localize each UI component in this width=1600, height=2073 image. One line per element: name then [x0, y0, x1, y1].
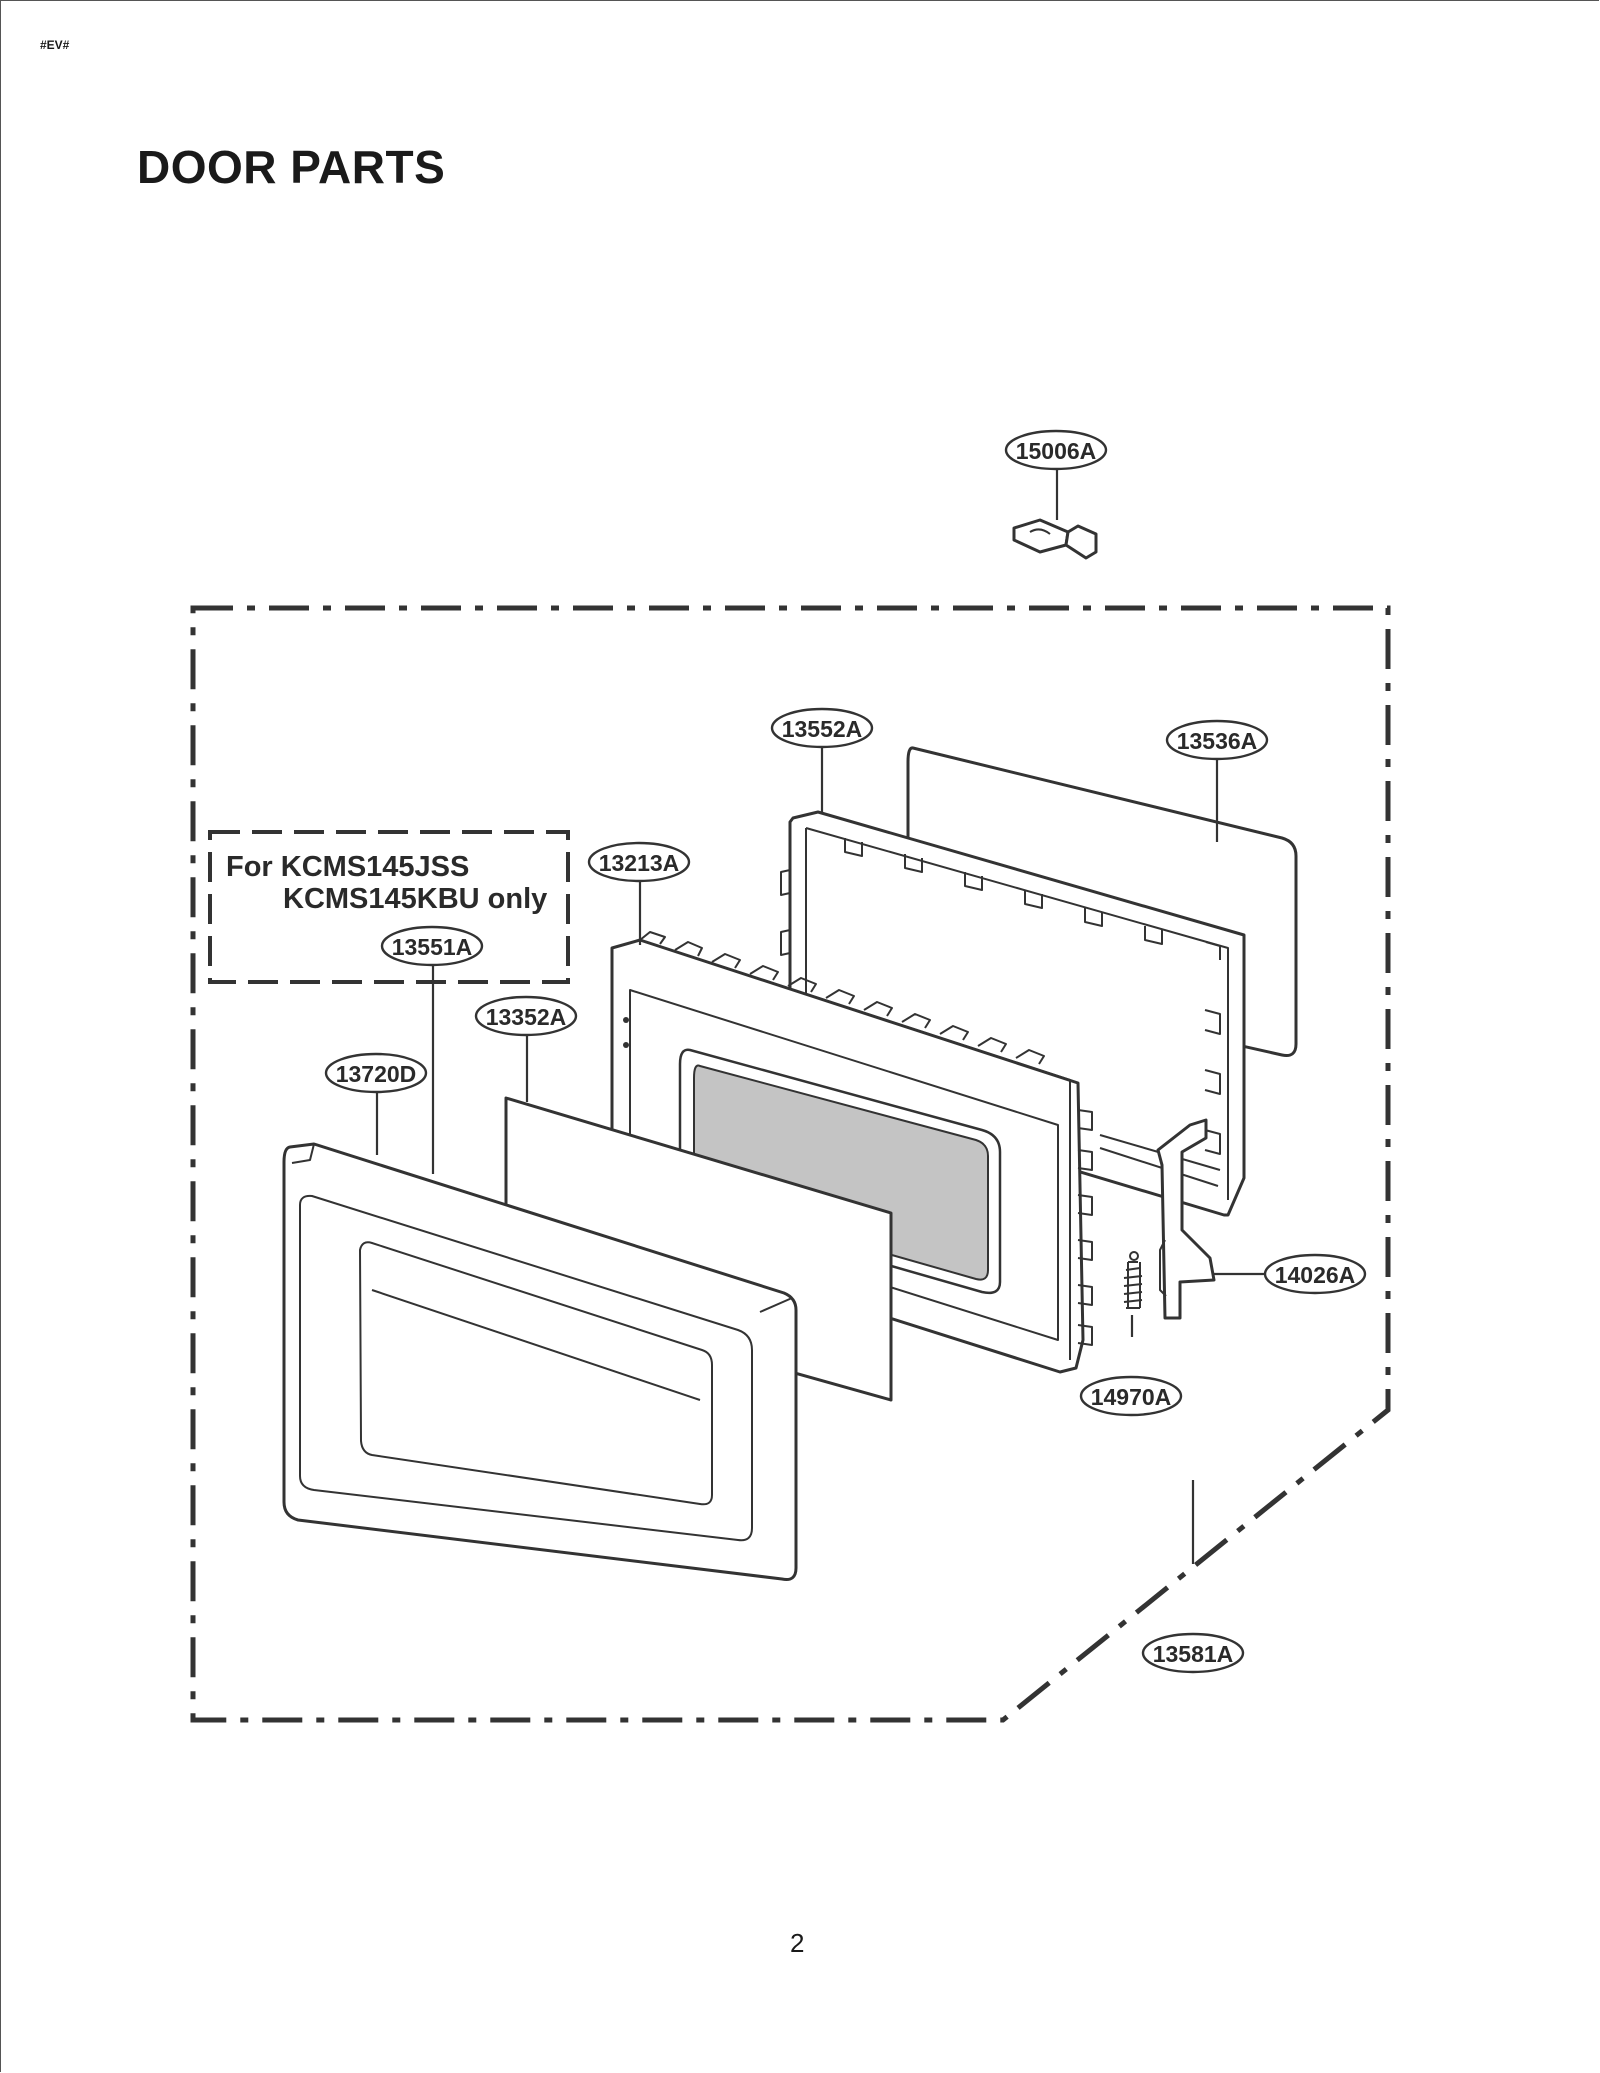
callout-14970a-bubble	[1079, 1375, 1183, 1417]
callout-13536a: 13536A	[1177, 728, 1258, 754]
callout-13551a-bubble	[380, 925, 484, 967]
callout-15006a: 15006A	[1016, 438, 1097, 464]
callout-13352a-bubble	[474, 995, 578, 1037]
part-14970a	[1123, 1251, 1143, 1309]
callout-13551a: 13551A	[392, 934, 473, 960]
model-note-line-1: For KCMS145JSS	[226, 851, 469, 883]
document-tag: #EV#	[40, 38, 70, 52]
callout-13536a-bubble	[1165, 719, 1269, 761]
part-15006a	[1012, 518, 1098, 560]
model-note-line-2: KCMS145KBU only	[283, 883, 547, 915]
callout-13581a-bubble	[1141, 1632, 1245, 1674]
callout-13352a: 13352A	[486, 1004, 567, 1030]
model-note-box	[208, 830, 570, 984]
page-title: DOOR PARTS	[137, 141, 446, 193]
callout-14026a: 14026A	[1275, 1262, 1356, 1288]
callout-13552a-bubble	[770, 707, 874, 749]
callout-13720d-bubble	[324, 1052, 428, 1094]
callout-15006a-bubble	[1004, 429, 1108, 471]
part-13720d	[282, 1142, 798, 1581]
page-number: 2	[790, 1928, 805, 1958]
callout-14970a: 14970A	[1091, 1384, 1172, 1410]
callout-13213a-bubble	[587, 841, 691, 883]
callout-13213a: 13213A	[599, 850, 680, 876]
part-14026a	[1156, 1118, 1216, 1320]
assembly-boundary	[190, 605, 1391, 1723]
callout-13552a: 13552A	[782, 716, 863, 742]
callout-13720d: 13720D	[336, 1061, 417, 1087]
callout-13581a: 13581A	[1153, 1641, 1234, 1667]
door-window-glass	[693, 1064, 989, 1281]
callout-14026a-bubble	[1263, 1253, 1367, 1295]
